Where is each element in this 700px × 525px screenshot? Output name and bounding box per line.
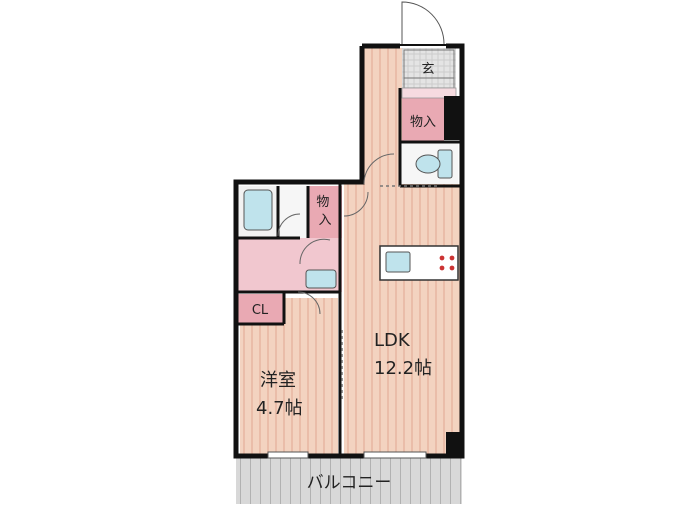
hall-floor (278, 186, 308, 238)
corridor-floor (364, 48, 402, 184)
stove-icon (439, 255, 455, 271)
ldk-floor (344, 184, 460, 454)
wall-pillar-top (444, 96, 460, 140)
storage-top-hanger (401, 87, 457, 99)
storage-mid (308, 186, 342, 238)
balcony-floor (236, 458, 462, 504)
wall-pillar-bottom (446, 432, 462, 456)
label-storage-top: 物入 (410, 115, 436, 130)
label-western-name: 洋室 (260, 370, 296, 391)
label-storage-mid-char2: 入 (318, 213, 331, 228)
label-ldk-name: LDK (374, 330, 411, 351)
kitchen-sink (385, 251, 411, 273)
entrance-door (400, 1, 446, 46)
walls (233, 43, 465, 459)
label-closet: CL (252, 303, 269, 318)
label-storage-mid-char1: 物 (316, 195, 329, 210)
label-western-size: 4.7帖 (256, 398, 303, 419)
door-swings (277, 153, 395, 315)
windows (267, 451, 427, 459)
label-storage-mid: 物 入 (316, 195, 333, 228)
entrance-tile (402, 48, 456, 88)
washstand (305, 269, 337, 289)
toilet-bowl (415, 154, 441, 174)
label-balcony: バルコニー (307, 473, 392, 493)
bathtub (243, 189, 273, 231)
storage-top (402, 98, 444, 142)
label-entrance: 玄 (421, 62, 434, 77)
label-ldk-size: 12.2帖 (374, 358, 432, 379)
